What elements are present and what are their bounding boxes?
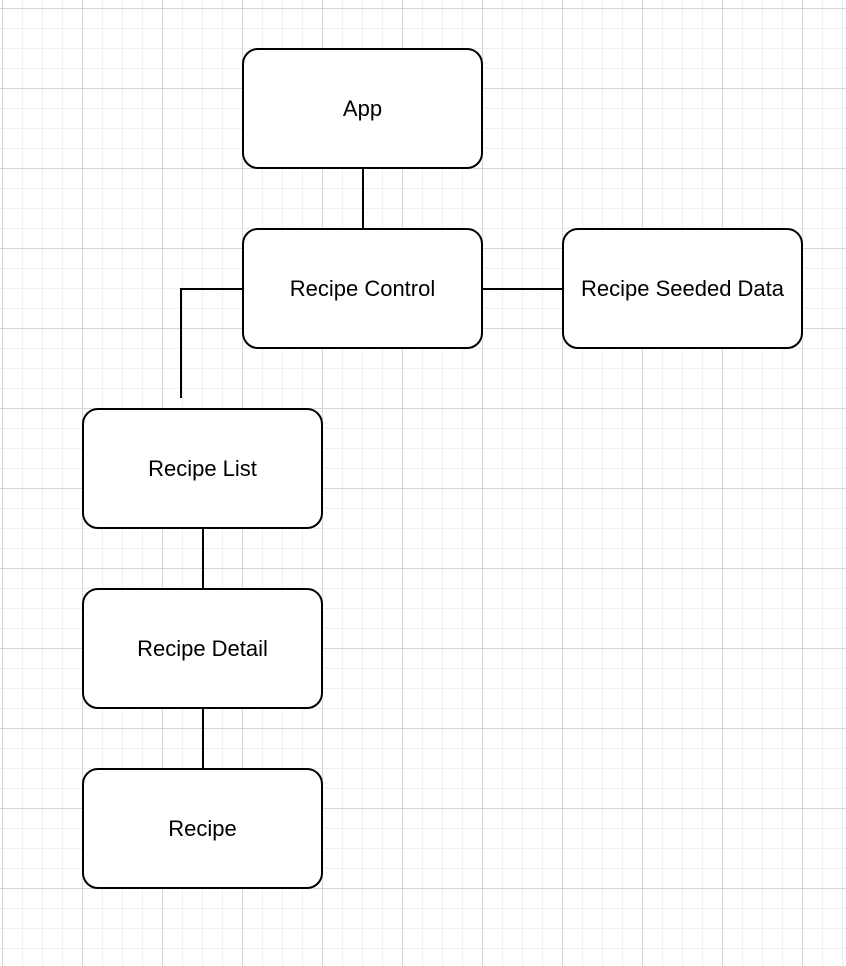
node-recipe-detail[interactable]: Recipe Detail bbox=[82, 588, 323, 709]
node-label: Recipe List bbox=[148, 455, 257, 481]
edge-recipe-control-to-recipe-list[interactable] bbox=[180, 288, 242, 398]
node-label: App bbox=[342, 95, 383, 121]
node-recipe-seeded-data[interactable]: Recipe Seeded Data bbox=[562, 228, 803, 349]
node-label: Recipe Detail bbox=[137, 635, 268, 661]
node-recipe-control[interactable]: Recipe Control bbox=[242, 228, 483, 349]
node-label: Recipe bbox=[168, 815, 237, 841]
node-recipe[interactable]: Recipe bbox=[82, 768, 323, 889]
node-app[interactable]: App bbox=[242, 48, 483, 169]
node-recipe-list[interactable]: Recipe List bbox=[82, 408, 323, 529]
node-label: Recipe Control bbox=[289, 275, 436, 301]
node-label: Recipe Seeded Data bbox=[580, 275, 785, 301]
